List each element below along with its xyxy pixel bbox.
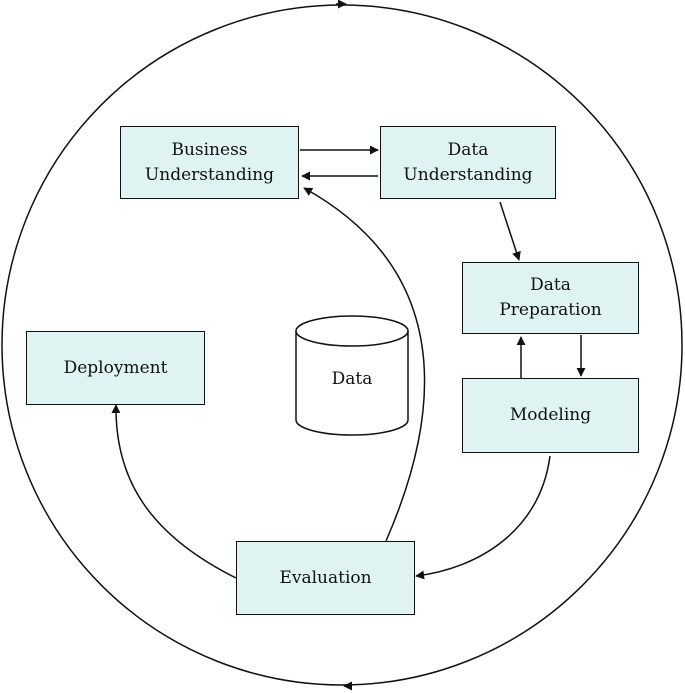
modeling-box: Modeling [462, 378, 639, 453]
data-understanding-box: Data Understanding [380, 126, 556, 199]
arrow-evaluation-to-business [303, 187, 426, 542]
arrow-modeling-to-evaluation [415, 455, 551, 580]
business-understanding-label: Business Understanding [144, 139, 275, 185]
modeling-label: Modeling [509, 405, 592, 425]
business-understanding-box: Business Understanding [120, 126, 299, 199]
data-understanding-label: Data Understanding [403, 139, 533, 185]
deployment-box: Deployment [26, 331, 205, 405]
evaluation-box: Evaluation [236, 541, 415, 615]
deployment-label: Deployment [63, 357, 168, 378]
data-preparation-label: Data Preparation [499, 275, 602, 320]
data-cylinder-icon [295, 315, 409, 436]
evaluation-label: Evaluation [279, 567, 372, 588]
data-preparation-box: Data Preparation [462, 262, 639, 334]
arrow-data-understanding-to-preparation [499, 201, 521, 261]
arrow-evaluation-to-deployment [111, 404, 237, 579]
data-store-label: Data [331, 369, 373, 389]
